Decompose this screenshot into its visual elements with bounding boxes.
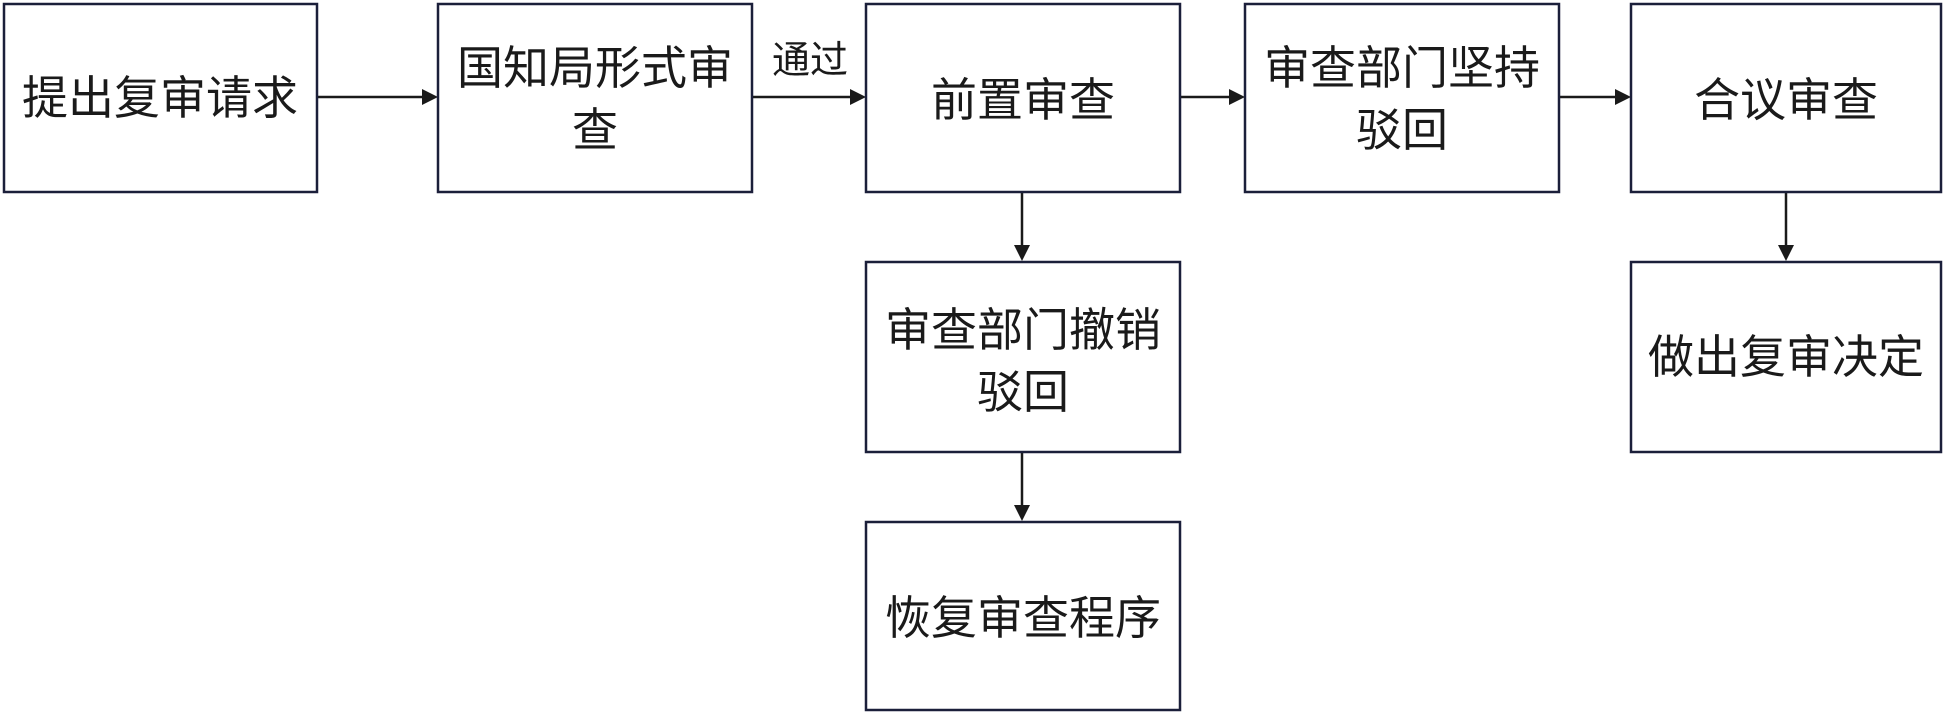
node-collegial-review-label: 合议审查 [1694, 73, 1878, 127]
edge-pre-to-revoke [1014, 192, 1030, 261]
edge-revoke-to-resume [1014, 452, 1030, 521]
edge-label-pass: 通过 [772, 38, 848, 82]
node-resume-examination: 恢复审查程序 [864, 520, 1182, 712]
node-cnipa-formal-review: 国知局形式审 查 [436, 2, 754, 194]
node-dept-revokes-rejection: 审查部门撤销 驳回 [864, 260, 1182, 454]
node-submit-request-label: 提出复审请求 [22, 71, 298, 125]
edge-maintain-to-collegial [1559, 89, 1631, 105]
node-pre-review-label: 前置审查 [931, 73, 1115, 127]
edge-pre-to-maintain [1180, 89, 1245, 105]
node-dept-maintains-rejection: 审查部门坚持 驳回 [1243, 2, 1561, 194]
edge-collegial-to-decision [1778, 192, 1794, 261]
node-cnipa-formal-review-label-line2: 查 [572, 103, 618, 157]
node-submit-request: 提出复审请求 [2, 2, 319, 194]
edge-submit-to-formal [317, 89, 438, 105]
node-dept-revokes-rejection-label-line2: 驳回 [977, 365, 1069, 419]
node-cnipa-formal-review-label-line1: 国知局形式审 [457, 41, 733, 95]
node-make-reexam-decision: 做出复审决定 [1629, 260, 1943, 454]
node-pre-review: 前置审查 [864, 2, 1182, 194]
node-collegial-review: 合议审查 [1629, 2, 1943, 194]
node-dept-revokes-rejection-label-line1: 审查部门撤销 [885, 303, 1161, 357]
edge-formal-to-pre-review [752, 89, 866, 105]
node-dept-maintains-rejection-label-line1: 审查部门坚持 [1264, 41, 1540, 95]
node-make-reexam-decision-label: 做出复审决定 [1648, 330, 1924, 384]
node-resume-examination-label: 恢复审查程序 [885, 591, 1161, 645]
node-dept-maintains-rejection-label-line2: 驳回 [1356, 103, 1448, 157]
